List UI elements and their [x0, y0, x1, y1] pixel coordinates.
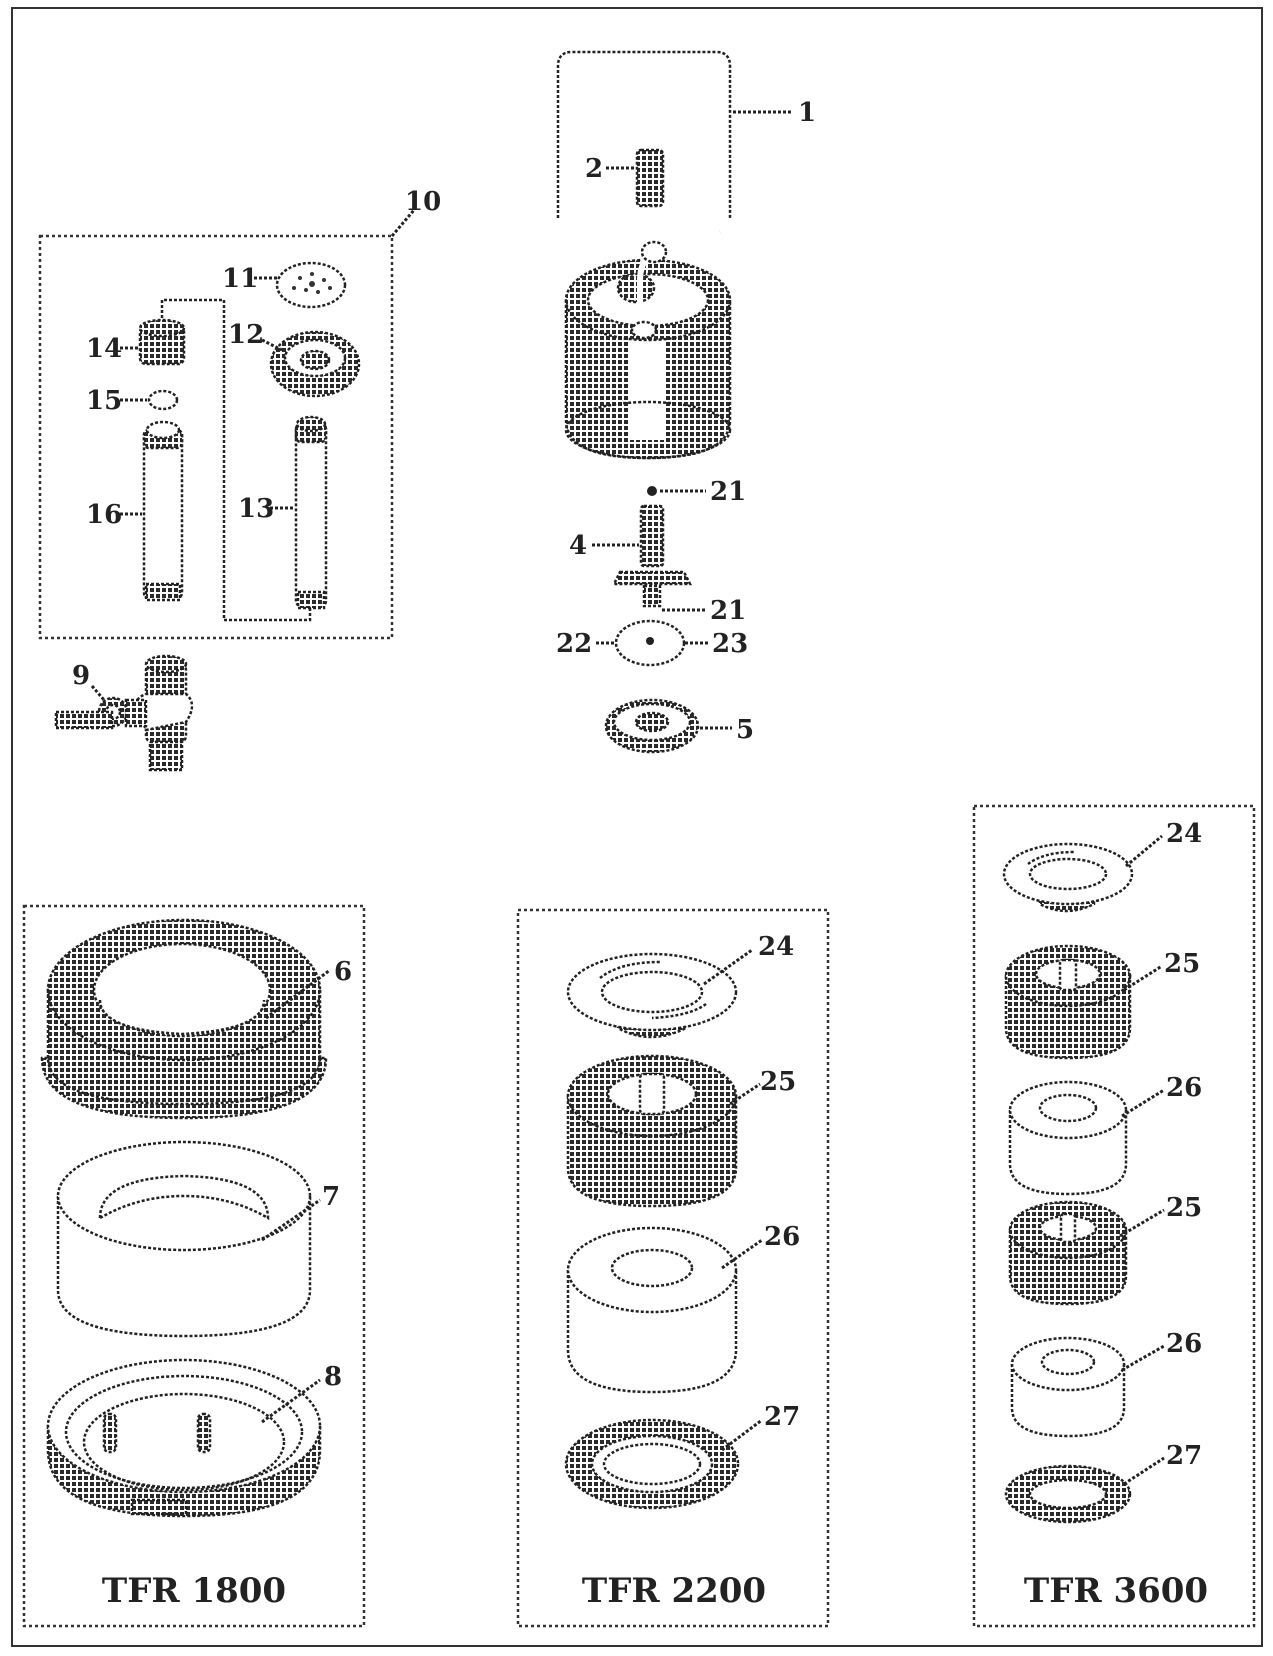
callout-23: 23	[712, 629, 748, 659]
part-26-pad	[566, 1226, 738, 1394]
callout-5: 5	[736, 715, 754, 745]
callout-25-3600-upper: 25	[1164, 949, 1200, 979]
part-25-element	[566, 1054, 738, 1208]
part-7-sleeve	[56, 1140, 312, 1338]
part-housing	[564, 229, 732, 460]
callout-26-2200: 26	[764, 1222, 800, 1252]
part-24-cap-3600	[1002, 842, 1134, 913]
kit-10-box: 10 11 12 14 15	[38, 187, 441, 640]
model-tfr-3600-box: 24 25 26 25	[972, 804, 1256, 1628]
callout-14: 14	[86, 334, 122, 364]
callout-26-3600-lower: 26	[1166, 1329, 1202, 1359]
callout-27-3600: 27	[1166, 1441, 1202, 1471]
page-frame	[11, 7, 1263, 1647]
callout-16: 16	[86, 500, 122, 530]
part-27-gasket-3600	[1004, 1464, 1132, 1524]
part-26-pad-3600-upper	[1008, 1080, 1128, 1196]
model-label-tfr-2200: TFR 2200	[582, 1571, 766, 1611]
callout-1: 1	[798, 98, 816, 128]
part-27-gasket	[564, 1418, 740, 1510]
part-24-cap	[566, 952, 738, 1039]
part-1-bracket	[556, 50, 732, 218]
part-25-element-3600-lower	[1008, 1200, 1128, 1306]
callout-25-2200: 25	[760, 1067, 796, 1097]
callout-2: 2	[585, 154, 603, 184]
part-26-pad-3600-lower	[1010, 1336, 1126, 1438]
part-22-hole	[646, 637, 654, 645]
callout-9: 9	[72, 661, 90, 691]
callout-13: 13	[238, 494, 274, 524]
callout-21-lower: 21	[710, 596, 746, 626]
part-12-cap	[269, 330, 361, 398]
part-13-tube	[294, 415, 328, 610]
part-2-fitting	[635, 148, 665, 208]
part-16-tube	[142, 420, 184, 602]
part-9-valve	[54, 654, 194, 772]
main-filter-assembly: 1 2 21 4 21	[556, 50, 816, 754]
part-8-base	[46, 1358, 322, 1518]
model-tfr-2200-box: 24 25 26 27 TFR 2200	[516, 908, 830, 1628]
callout-10: 10	[405, 187, 441, 217]
callout-11: 11	[222, 264, 258, 294]
callout-27-2200: 27	[764, 1402, 800, 1432]
part-25-element-3600-upper	[1004, 944, 1132, 1060]
model-tfr-1800-box: 6 7 8 TFR 1800	[22, 904, 366, 1628]
callout-26-3600-upper: 26	[1166, 1073, 1202, 1103]
callout-12: 12	[228, 320, 264, 350]
part-4-stem	[611, 504, 693, 608]
callout-8: 8	[324, 1362, 342, 1392]
callout-7: 7	[322, 1182, 340, 1212]
callout-22: 22	[556, 629, 592, 659]
callout-21-upper: 21	[710, 477, 746, 507]
callout-25-3600-lower: 25	[1166, 1193, 1202, 1223]
model-label-tfr-1800: TFR 1800	[102, 1571, 286, 1611]
model-label-tfr-3600: TFR 3600	[1024, 1571, 1208, 1611]
callout-15: 15	[86, 386, 122, 416]
part-15-oring	[147, 389, 179, 411]
callout-4: 4	[569, 531, 587, 561]
part-21-ball-upper	[647, 486, 657, 496]
part-6-filter-cartridge	[40, 918, 328, 1120]
callout-24-3600: 24	[1166, 819, 1202, 849]
callout-24-2200: 24	[758, 932, 794, 962]
callout-6: 6	[334, 957, 352, 987]
